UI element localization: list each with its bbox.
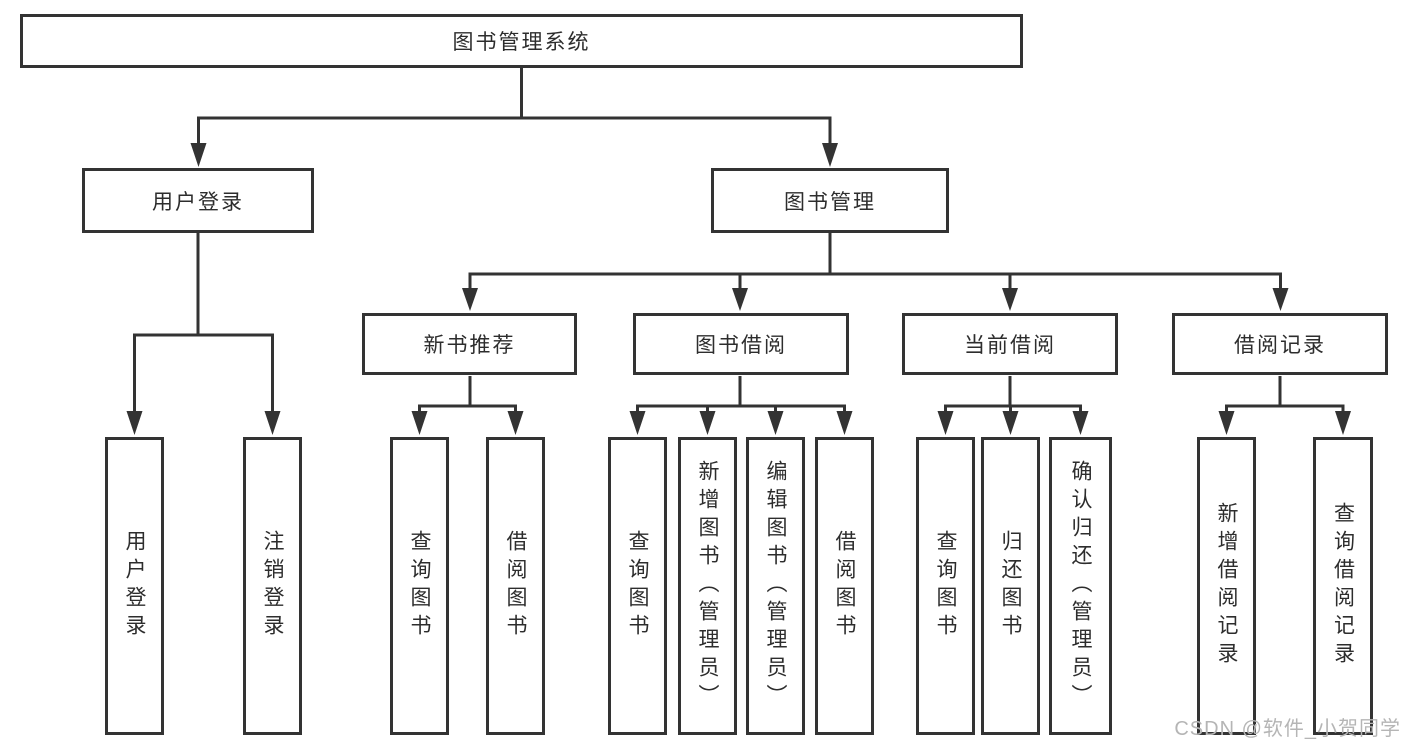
node-label: 查询图书 xyxy=(408,530,431,642)
leaf-logout: 注销登录 xyxy=(243,437,302,735)
leaf-query-books-current: 查询图书 xyxy=(916,437,975,735)
leaf-return-books: 归还图书 xyxy=(981,437,1040,735)
node-label: 新增借阅记录 xyxy=(1215,502,1238,670)
node-label: 图书管理系统 xyxy=(452,31,591,54)
node-label: 编辑图书（管理员） xyxy=(764,460,787,712)
leaf-add-borrow-record: 新增借阅记录 xyxy=(1197,437,1256,735)
node-label: 借阅记录 xyxy=(1234,334,1326,357)
watermark: CSDN @软件_小贺同学 xyxy=(1174,718,1401,740)
leaf-borrow-books-recommend: 借阅图书 xyxy=(486,437,545,735)
leaf-query-books-recommend: 查询图书 xyxy=(390,437,449,735)
node-current-borrow: 当前借阅 xyxy=(902,313,1118,375)
node-user-login-branch: 用户登录 xyxy=(82,168,314,233)
node-label: 新增图书（管理员） xyxy=(696,460,719,712)
node-label: 当前借阅 xyxy=(964,334,1056,357)
leaf-query-books-borrow: 查询图书 xyxy=(608,437,667,735)
leaf-user-login: 用户登录 xyxy=(105,437,164,735)
node-label: 图书借阅 xyxy=(695,334,787,357)
node-label: 借阅图书 xyxy=(833,530,856,642)
node-label: 新书推荐 xyxy=(423,334,516,357)
node-label: 查询借阅记录 xyxy=(1331,502,1355,670)
leaf-borrow-books: 借阅图书 xyxy=(815,437,874,735)
leaf-add-book-admin: 新增图书（管理员） xyxy=(678,437,737,735)
leaf-query-borrow-record: 查询借阅记录 xyxy=(1313,437,1373,735)
node-label: 用户登录 xyxy=(123,530,146,642)
node-label: 查询图书 xyxy=(626,530,649,642)
node-label: 查询图书 xyxy=(934,530,957,642)
node-label: 借阅图书 xyxy=(504,530,527,642)
node-label: 确认归还（管理员） xyxy=(1069,460,1092,712)
node-label: 用户登录 xyxy=(152,190,244,214)
node-borrow-records: 借阅记录 xyxy=(1172,313,1388,375)
leaf-edit-book-admin: 编辑图书（管理员） xyxy=(746,437,805,735)
node-label: 归还图书 xyxy=(999,530,1022,642)
leaf-confirm-return-admin: 确认归还（管理员） xyxy=(1049,437,1112,735)
node-label: 注销登录 xyxy=(261,530,284,642)
node-root: 图书管理系统 xyxy=(20,14,1023,68)
node-book-management: 图书管理 xyxy=(711,168,949,233)
node-new-book-recommend: 新书推荐 xyxy=(362,313,577,375)
node-book-borrow: 图书借阅 xyxy=(633,313,849,375)
node-label: 图书管理 xyxy=(784,190,876,214)
